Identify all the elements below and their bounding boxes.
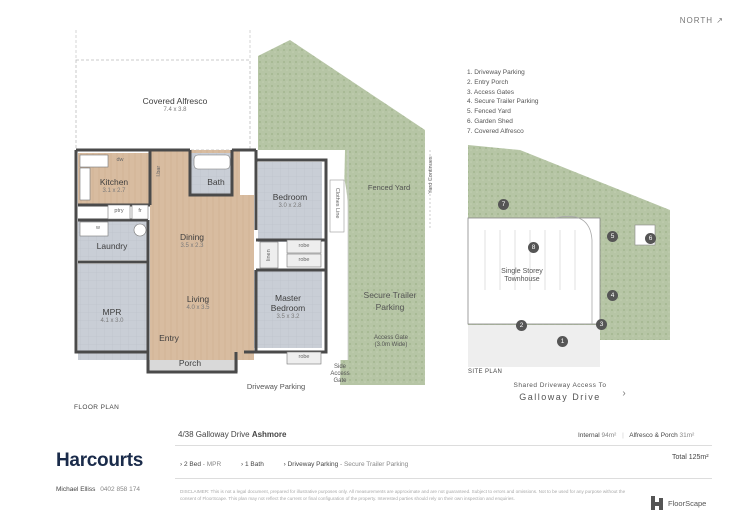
north-indicator: NORTH ↗ xyxy=(679,16,724,25)
total-value: 125m² xyxy=(688,454,709,461)
dining-label: Dining 3.5 x 2.3 xyxy=(179,232,205,249)
total-label: Total xyxy=(672,454,687,461)
dw-label: dw xyxy=(116,157,124,163)
feature-list: › 2 Bed - MPR › 1 Bath › Driveway Parkin… xyxy=(180,461,408,468)
living-label: Living 4.0 x 3.5 xyxy=(186,294,210,311)
fenced-yard-label: Fenced Yard xyxy=(367,183,411,192)
porch-label: Porch xyxy=(178,358,202,368)
alfresco-label: Covered Alfresco 7.4 x 3.8 xyxy=(142,96,208,113)
feature-parking: › Driveway Parking - Secure Trailer Park… xyxy=(283,461,409,468)
entry-label: Entry xyxy=(159,333,179,343)
floorscape-brand: FloorScape xyxy=(668,499,707,508)
property-address: 4/38 Galloway Drive Ashmore xyxy=(178,430,287,439)
legend-item: 7. Covered Alfresco xyxy=(467,127,524,135)
marker-6: 6 xyxy=(645,233,656,244)
site-legend: 1. Driveway Parking 2. Entry Porch 3. Ac… xyxy=(467,68,539,137)
alfresco-area-value: 31m² xyxy=(679,432,695,439)
driveway-parking-label: Driveway Parking xyxy=(246,382,306,391)
robe-label-2: robe xyxy=(298,257,310,263)
townhouse-label: Single Storey Townhouse xyxy=(501,268,543,284)
floor-plan-label: FLOOR PLAN xyxy=(74,404,120,411)
legend-item: 2. Entry Porch xyxy=(467,78,509,86)
secure-trailer-parking-label: Secure Trailer Parking xyxy=(363,290,417,312)
floor-plan-drawing xyxy=(74,30,431,385)
legend-item: 3. Access Gates xyxy=(467,88,514,96)
marker-8: 8 xyxy=(528,242,539,253)
yard-continues-label: Yard Continues xyxy=(427,156,434,194)
bedroom-floor xyxy=(258,162,322,242)
footer-divider-lower xyxy=(175,478,712,479)
legend-item: 5. Fenced Yard xyxy=(467,108,511,116)
total-area: Total 125m² xyxy=(672,454,709,461)
side-access-gate-label: Side Access Gate xyxy=(330,364,350,384)
access-gate-label: Access Gate (3.0m Wide) xyxy=(373,335,408,348)
internal-value: 94m² xyxy=(601,432,617,439)
feature-bath: › 1 Bath xyxy=(241,461,264,468)
address-suburb: Ashmore xyxy=(251,430,287,439)
street-name-label: Galloway Drive xyxy=(519,392,601,402)
marker-1: 1 xyxy=(557,336,568,347)
footer-divider xyxy=(175,445,712,446)
area-summary: Internal 94m² | Alfresco & Porch 31m² xyxy=(578,432,695,439)
mpr-label: MPR 4.1 x 3.0 xyxy=(100,307,124,324)
marker-3: 3 xyxy=(596,319,607,330)
robe-label-3: robe xyxy=(298,354,310,360)
bedroom-label: Bedroom 3.0 x 2.8 xyxy=(272,192,308,209)
marker-2: 2 xyxy=(516,320,527,331)
linen-label: linen xyxy=(265,249,272,261)
legend-item: 6. Garden Shed xyxy=(467,117,513,125)
master-floor xyxy=(254,270,322,348)
clothes-line-label: Clothes Line xyxy=(334,187,341,219)
marker-4: 4 xyxy=(607,290,618,301)
address-street: 4/38 Galloway Drive xyxy=(178,430,252,439)
fr-label: fr xyxy=(138,208,142,214)
site-plan-drawing xyxy=(467,145,670,367)
floorscape-logo-icon xyxy=(651,496,663,510)
laundry-label: Laundry xyxy=(96,241,128,251)
marker-7: 7 xyxy=(498,199,509,210)
yard-grass xyxy=(258,40,425,385)
site-plan-label: SITE PLAN xyxy=(468,369,503,375)
chevron-right-icon: › xyxy=(622,388,626,399)
disclaimer-text: DISCLAIMER: This is not a legal document… xyxy=(180,489,626,501)
master-bedroom-label: Master Bedroom 3.5 x 3.2 xyxy=(270,293,306,320)
ptry-label: ptry xyxy=(114,208,124,214)
lbar-label: l.bar xyxy=(155,165,162,177)
harcourts-logo: Harcourts xyxy=(56,450,144,471)
shared-driveway-label: Shared Driveway Access To xyxy=(513,382,607,389)
mpr-floor xyxy=(78,264,148,360)
w-label: w xyxy=(96,225,100,231)
agent-phone: 0402 858 174 xyxy=(100,486,140,493)
agent-name: Michael Elliss xyxy=(56,486,96,493)
internal-label: Internal xyxy=(578,432,600,439)
kitchen-label: Kitchen 3.1 x 2.7 xyxy=(99,177,129,194)
marker-5: 5 xyxy=(607,231,618,242)
legend-item: 1. Driveway Parking xyxy=(467,69,525,76)
legend-item: 4. Secure Trailer Parking xyxy=(467,98,539,106)
alfresco-area-label: Alfresco & Porch xyxy=(629,432,678,439)
porch-floor xyxy=(148,360,238,372)
feature-beds: › 2 Bed - MPR xyxy=(180,461,222,468)
bath-label: Bath xyxy=(207,177,225,187)
robe-label-1: robe xyxy=(298,243,310,249)
agent-info: Michael Elliss 0402 858 174 xyxy=(56,486,140,493)
